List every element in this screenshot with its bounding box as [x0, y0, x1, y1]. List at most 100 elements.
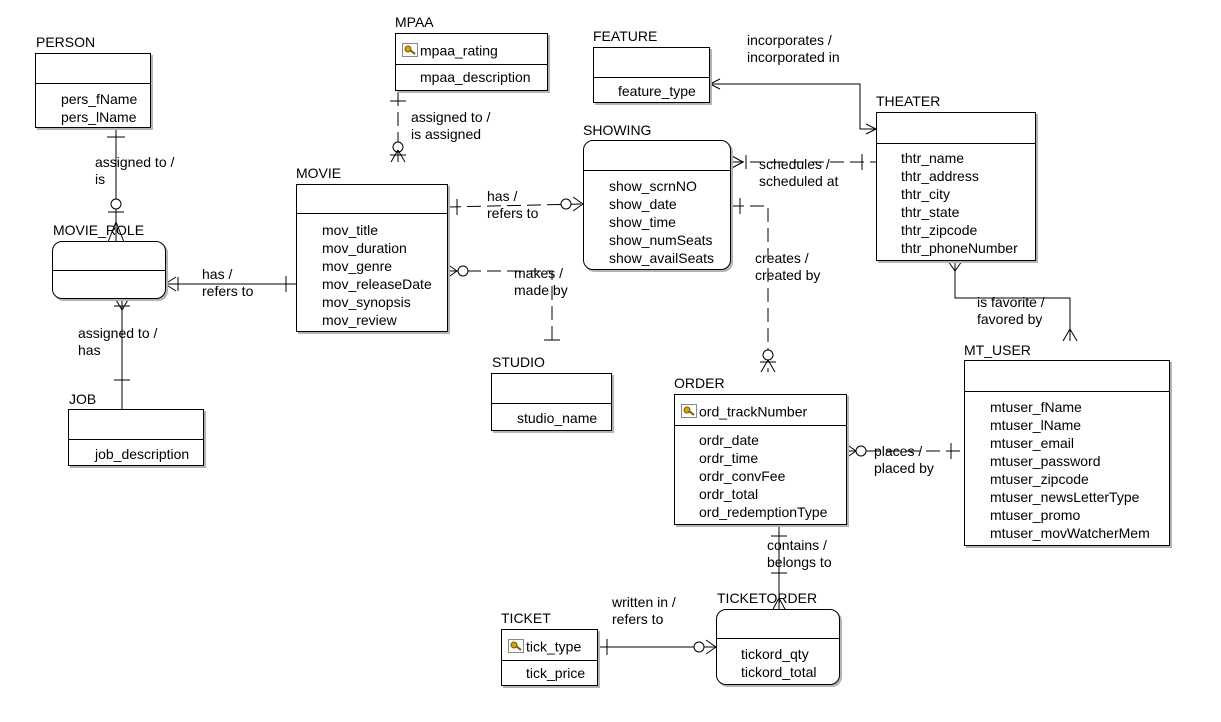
rel-label-theater-showing: schedules /scheduled at: [759, 156, 839, 189]
entity-title-order: ORDER: [674, 375, 725, 391]
attribute: mtuser_movWatcherMem: [990, 525, 1150, 541]
attribute: feature_type: [618, 83, 696, 99]
rel-label-mpaa-movie: assigned to /is assigned: [411, 109, 491, 142]
rel-label-user-order: places /placed by: [874, 443, 934, 476]
rel-line-user-order: [845, 443, 964, 459]
entity-showing[interactable]: show_scrnNO show_date show_time show_num…: [583, 140, 731, 270]
entity-feature[interactable]: feature_type: [593, 47, 710, 103]
entity-movie[interactable]: mov_title mov_duration mov_genre mov_rel…: [296, 184, 448, 332]
rel-label-theater-user: is favorite /favored by: [977, 294, 1045, 327]
attribute: thtr_city: [901, 186, 951, 202]
rel-label-movie-role-movie: has /refers to: [202, 266, 254, 299]
entity-person-attributes: pers_fName pers_lName: [36, 90, 150, 127]
entity-ticket-attributes: tick_price: [502, 664, 597, 685]
rel-label-role-job: assigned to /has: [78, 325, 158, 358]
entity-mt-user[interactable]: mtuser_fName mtuser_lName mtuser_email m…: [964, 360, 1170, 546]
attribute: tickord_total: [741, 664, 817, 680]
attribute: mtuser_fName: [990, 399, 1082, 415]
entity-showing-attributes: show_scrnNO show_date show_time show_num…: [584, 177, 730, 269]
rel-label-movie-showing: has /refers to: [487, 188, 539, 221]
entity-mpaa-attributes: mpaa_description: [396, 68, 547, 90]
entity-movie-role[interactable]: [52, 241, 166, 299]
rel-line-theater-user: [947, 260, 1078, 342]
entity-person-key-section: [36, 54, 150, 84]
attribute: thtr_name: [901, 150, 965, 166]
entity-job-attributes: job_description: [69, 445, 203, 465]
rel-line-movie-role-movie: [164, 276, 296, 292]
attribute: ordr_convFee: [699, 468, 786, 484]
entity-feature-key-section: [594, 48, 709, 78]
attribute: pers_fName: [61, 91, 138, 107]
entity-mpaa[interactable]: mpaa_rating mpaa_description: [395, 33, 548, 91]
attribute: thtr_phoneNumber: [901, 240, 1018, 256]
entity-title-job: JOB: [69, 391, 97, 407]
entity-title-movie: MOVIE: [296, 165, 342, 181]
entity-ticket[interactable]: tick_type tick_price: [501, 629, 598, 686]
attribute: tick_price: [526, 665, 586, 681]
entity-theater-key-section: [877, 113, 1035, 144]
rel-line-feature-theater: [709, 78, 877, 135]
rel-label-showing-order: creates /created by: [755, 250, 821, 283]
key-icon: [681, 404, 697, 419]
rel-line-mpaa-movie: [390, 92, 406, 163]
entity-order-attributes: ordr_date ordr_time ordr_convFee ordr_to…: [675, 431, 846, 524]
rel-line-studio-movie: [446, 263, 560, 341]
attribute: mtuser_promo: [990, 507, 1081, 523]
entity-title-showing: SHOWING: [583, 122, 652, 138]
rel-label-ticket-ticketorder: written in /refers to: [612, 594, 676, 627]
attribute: pers_lName: [61, 109, 137, 125]
entity-order[interactable]: ord_trackNumber ordr_date ordr_time ordr…: [674, 394, 847, 525]
entity-studio-key-section: [492, 374, 611, 404]
rel-line-showing-order: [730, 198, 776, 373]
attribute: ordr_date: [699, 432, 759, 448]
entity-movie-key-section: [297, 185, 447, 214]
rel-line-order-ticketorder: [771, 524, 787, 612]
entity-ticketorder-attributes: tickord_qty tickord_total: [717, 645, 839, 684]
entity-ticket-key-section: tick_type: [502, 630, 597, 661]
attribute: studio_name: [517, 410, 598, 426]
entity-theater[interactable]: thtr_name thtr_address thtr_city thtr_st…: [876, 112, 1036, 261]
attribute: mov_title: [322, 222, 379, 238]
entity-studio[interactable]: studio_name: [491, 373, 612, 431]
entity-title-mt-user: MT_USER: [964, 342, 1031, 358]
entity-title-ticket: TICKET: [501, 610, 551, 626]
attribute: thtr_state: [901, 204, 960, 220]
entity-mpaa-key-section: mpaa_rating: [396, 34, 547, 65]
entity-ticketorder[interactable]: tickord_qty tickord_total: [716, 609, 840, 685]
entity-theater-attributes: thtr_name thtr_address thtr_city thtr_st…: [877, 149, 1035, 260]
entity-person[interactable]: pers_fName pers_lName: [35, 53, 151, 128]
entity-showing-key-section: [584, 141, 730, 171]
attribute: ordr_total: [699, 486, 759, 502]
entity-job[interactable]: job_description: [68, 409, 204, 466]
attribute: mov_review: [322, 312, 397, 328]
attribute: show_availSeats: [609, 250, 715, 266]
attribute: job_description: [95, 446, 190, 462]
primary-key-attribute: mpaa_rating: [420, 42, 498, 59]
key-icon: [508, 639, 524, 654]
entity-title-feature: FEATURE: [593, 28, 658, 44]
rel-label-feature-theater: incorporates /incorporated in: [747, 32, 840, 65]
attribute: mov_genre: [322, 258, 393, 274]
attribute: mov_duration: [322, 240, 407, 256]
attribute: mtuser_password: [990, 453, 1101, 469]
key-icon: [402, 43, 418, 58]
attribute: mtuser_lName: [990, 417, 1082, 433]
attribute: thtr_zipcode: [901, 222, 978, 238]
entity-title-person: PERSON: [36, 34, 96, 50]
attribute: mov_releaseDate: [322, 276, 432, 292]
attribute: mtuser_zipcode: [990, 471, 1089, 487]
entity-title-mpaa: MPAA: [395, 14, 434, 30]
attribute: ordr_time: [699, 450, 759, 466]
attribute: show_numSeats: [609, 232, 713, 248]
rel-label-studio-movie: makes /made by: [514, 265, 568, 298]
entity-studio-attributes: studio_name: [492, 409, 611, 430]
attribute: mpaa_description: [420, 69, 531, 85]
rel-line-ticket-ticketorder: [597, 639, 717, 655]
rel-label-person-role: assigned to /is: [95, 154, 175, 187]
attribute: mtuser_newsLetterType: [990, 489, 1140, 505]
attribute: tickord_qty: [741, 646, 809, 662]
rel-line-theater-showing: [729, 154, 876, 170]
entity-movie-role-key-section: [53, 242, 165, 271]
rel-line-person-movie-role: [107, 127, 125, 243]
attribute: ord_redemptionType: [699, 504, 828, 520]
